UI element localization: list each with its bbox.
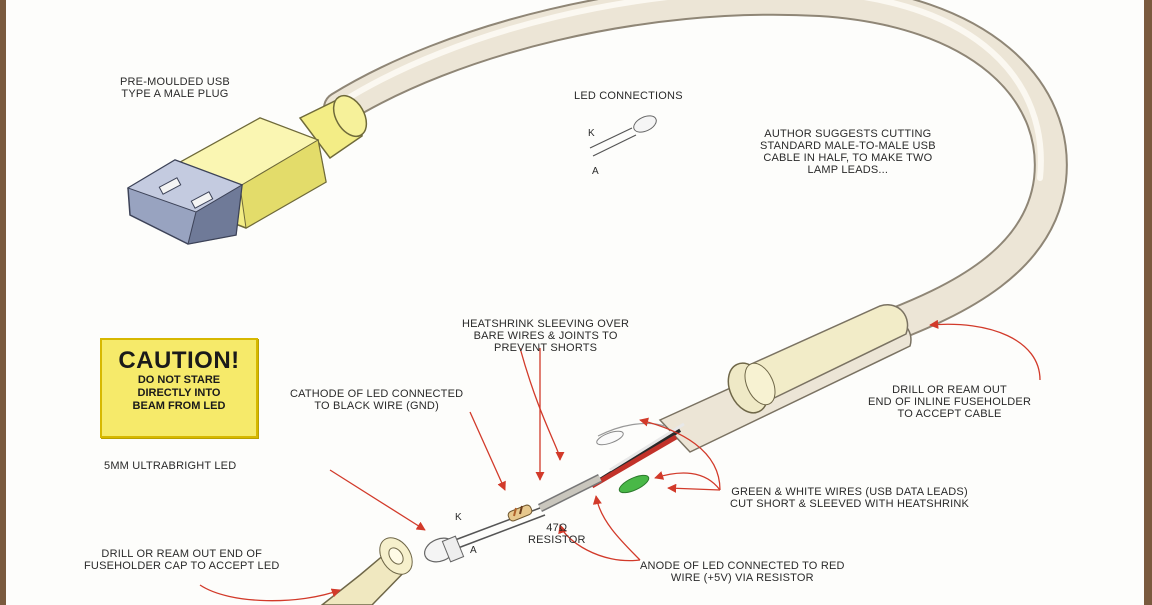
heatshrink-line2: BARE WIRES & JOINTS TO — [473, 330, 618, 342]
usb-plug-label-line1: PRE-MOULDED USB — [120, 76, 230, 88]
caution-box: CAUTION! DO NOT STARE DIRECTLY INTO BEAM… — [100, 338, 258, 438]
frame-right-border — [1144, 0, 1152, 605]
drill-cap-label: DRILL OR REAM OUT END OF FUSEHOLDER CAP … — [84, 548, 280, 572]
usb-plug — [126, 94, 368, 245]
drill-cap-line2: FUSEHOLDER CAP TO ACCEPT LED — [84, 560, 280, 572]
heatshrink-label: HEATSHRINK SLEEVING OVER BARE WIRES & JO… — [462, 318, 629, 354]
usb-plug-label: PRE-MOULDED USB TYPE A MALE PLUG — [120, 76, 230, 100]
led-inset-a-label: A — [592, 166, 599, 177]
green-white-line2: CUT SHORT & SLEEVED WITH HEATSHRINK — [730, 498, 970, 510]
drill-fuseholder-label: DRILL OR REAM OUT END OF INLINE FUSEHOLD… — [868, 384, 1031, 420]
heatshrink-line1: HEATSHRINK SLEEVING OVER — [462, 318, 630, 330]
fuseholder-cap — [320, 537, 413, 605]
caution-line1: DO NOT STARE — [137, 374, 221, 386]
green-white-line1: GREEN & WHITE WIRES (USB DATA LEADS) — [731, 486, 968, 498]
author-note-label: AUTHOR SUGGESTS CUTTING STANDARD MALE-TO… — [760, 128, 936, 176]
author-note-line1: AUTHOR SUGGESTS CUTTING — [764, 128, 932, 140]
usb-cable — [323, 0, 1068, 347]
cathode-line1: CATHODE OF LED CONNECTED — [290, 388, 464, 400]
led-inset-drawing — [589, 115, 657, 157]
drill-fuseholder-line3: TO ACCEPT CABLE — [897, 408, 1002, 420]
cathode-line2: TO BLACK WIRE (GND) — [314, 400, 439, 412]
inline-fuseholder — [658, 304, 912, 453]
anode-line2: WIRE (+5V) VIA RESISTOR — [670, 572, 814, 584]
led-k-label: K — [455, 512, 462, 523]
author-note-line2: STANDARD MALE-TO-MALE USB — [760, 140, 936, 152]
caution-line2: DIRECTLY INTO — [137, 387, 221, 399]
resistor-value: 47Ω — [546, 522, 568, 534]
green-white-wires-label: GREEN & WHITE WIRES (USB DATA LEADS) CUT… — [730, 486, 969, 510]
led-a-label: A — [470, 545, 477, 556]
usb-plug-label-line2: TYPE A MALE PLUG — [121, 88, 229, 100]
anode-label: ANODE OF LED CONNECTED TO RED WIRE (+5V)… — [640, 560, 845, 584]
author-note-line4: LAMP LEADS... — [807, 164, 889, 176]
led-inset-k-label: K — [588, 128, 595, 139]
author-note-line3: CABLE IN HALF, TO MAKE TWO — [763, 152, 933, 164]
frame-left-border — [0, 0, 6, 605]
drill-fuseholder-line2: END OF INLINE FUSEHOLDER — [868, 396, 1032, 408]
wire-bundle — [454, 422, 685, 549]
heatshrink-line3: PREVENT SHORTS — [493, 342, 598, 354]
caution-title: CAUTION! — [118, 347, 240, 374]
led-connections-label: LED CONNECTIONS — [574, 90, 683, 102]
drill-fuseholder-line1: DRILL OR REAM OUT — [892, 384, 1007, 396]
caution-line3: BEAM FROM LED — [132, 400, 226, 412]
resistor-label: 47Ω RESISTOR — [528, 522, 586, 546]
resistor-word: RESISTOR — [528, 534, 586, 546]
anode-line1: ANODE OF LED CONNECTED TO RED — [640, 560, 845, 572]
pointer-arrows — [199, 319, 1041, 602]
drill-cap-line1: DRILL OR REAM OUT END OF — [101, 548, 263, 560]
cathode-label: CATHODE OF LED CONNECTED TO BLACK WIRE (… — [290, 388, 463, 412]
led-5mm-label: 5mm ULTRABRIGHT LED — [104, 460, 237, 472]
led-5mm — [424, 535, 465, 563]
